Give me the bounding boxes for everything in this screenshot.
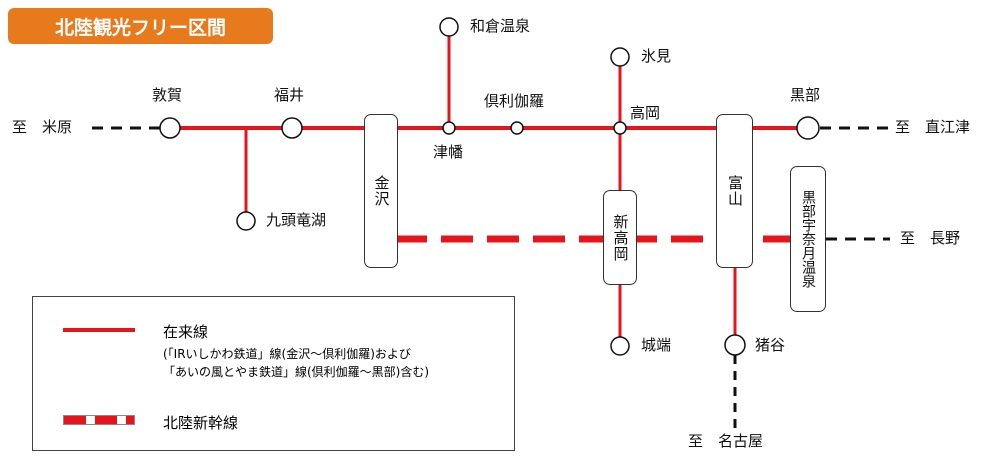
station-fukui-label: 福井 bbox=[274, 86, 305, 104]
page-title: 北陸観光フリー区間 bbox=[8, 8, 273, 44]
station-himi-marker bbox=[610, 47, 630, 67]
legend-box: 在来線 (「IRいしかわ鉄道」線(金沢～倶利伽羅)および 「あいの風とやま鉄道」… bbox=[32, 296, 515, 451]
station-himi-label: 氷見 bbox=[641, 47, 672, 65]
station-kanazawa-label: 金沢 bbox=[372, 175, 391, 207]
station-inotani-marker bbox=[724, 334, 746, 356]
station-toyama-label: 富山 bbox=[726, 175, 744, 207]
station-kurobe-label: 黒部 bbox=[790, 86, 821, 104]
station-kurobeunazukionsen-box: 黒部宇奈月温泉 bbox=[790, 166, 826, 312]
direction-maibara-label: 至 米原 bbox=[12, 118, 73, 136]
station-shintakaoka-label: 新高岡 bbox=[611, 213, 630, 262]
direction-nagoya-label: 至 名古屋 bbox=[688, 432, 764, 450]
station-kuzuryuko-label: 九頭竜湖 bbox=[266, 211, 327, 229]
legend-conventional-label: 在来線 bbox=[163, 323, 209, 341]
station-toyama-box: 富山 bbox=[716, 114, 753, 268]
legend-note-line2: 「あいの風とやま鉄道」線(倶利伽羅～黒部)含む) bbox=[163, 365, 430, 379]
station-wakuraonsen-marker bbox=[439, 17, 459, 37]
legend-shinkansen-swatch bbox=[63, 415, 135, 425]
station-takaoka-label: 高岡 bbox=[630, 104, 661, 122]
station-kuzuryuko-marker bbox=[236, 211, 256, 231]
station-kurobeunazukionsen-label: 黒部宇奈月温泉 bbox=[800, 190, 816, 288]
station-fukui-marker bbox=[281, 117, 303, 139]
direction-naoetsu-label: 至 直江津 bbox=[895, 118, 971, 136]
station-tsubata-marker bbox=[442, 121, 456, 135]
station-takaoka-marker bbox=[613, 121, 627, 135]
station-wakuraonsen-label: 和倉温泉 bbox=[470, 17, 531, 35]
station-tsuruga-marker bbox=[159, 117, 181, 139]
direction-nagano-label: 至 長野 bbox=[900, 229, 961, 247]
station-tsuruga-label: 敦賀 bbox=[152, 86, 183, 104]
station-johana-marker bbox=[610, 336, 630, 356]
station-kurikara-label: 倶利伽羅 bbox=[484, 92, 545, 110]
station-inotani-label: 猪谷 bbox=[755, 336, 786, 354]
station-kurikara-marker bbox=[510, 121, 524, 135]
station-tsubata-label: 津幡 bbox=[433, 143, 464, 161]
station-kurobe-marker bbox=[796, 116, 820, 140]
station-kanazawa-box: 金沢 bbox=[364, 114, 398, 268]
legend-note-line1: (「IRいしかわ鉄道」線(金沢～倶利伽羅)および bbox=[163, 347, 411, 361]
station-shintakaoka-box: 新高岡 bbox=[603, 190, 637, 285]
station-johana-label: 城端 bbox=[641, 336, 672, 354]
legend-shinkansen-label: 北陸新幹線 bbox=[163, 414, 239, 432]
legend-conventional-swatch bbox=[63, 328, 135, 332]
